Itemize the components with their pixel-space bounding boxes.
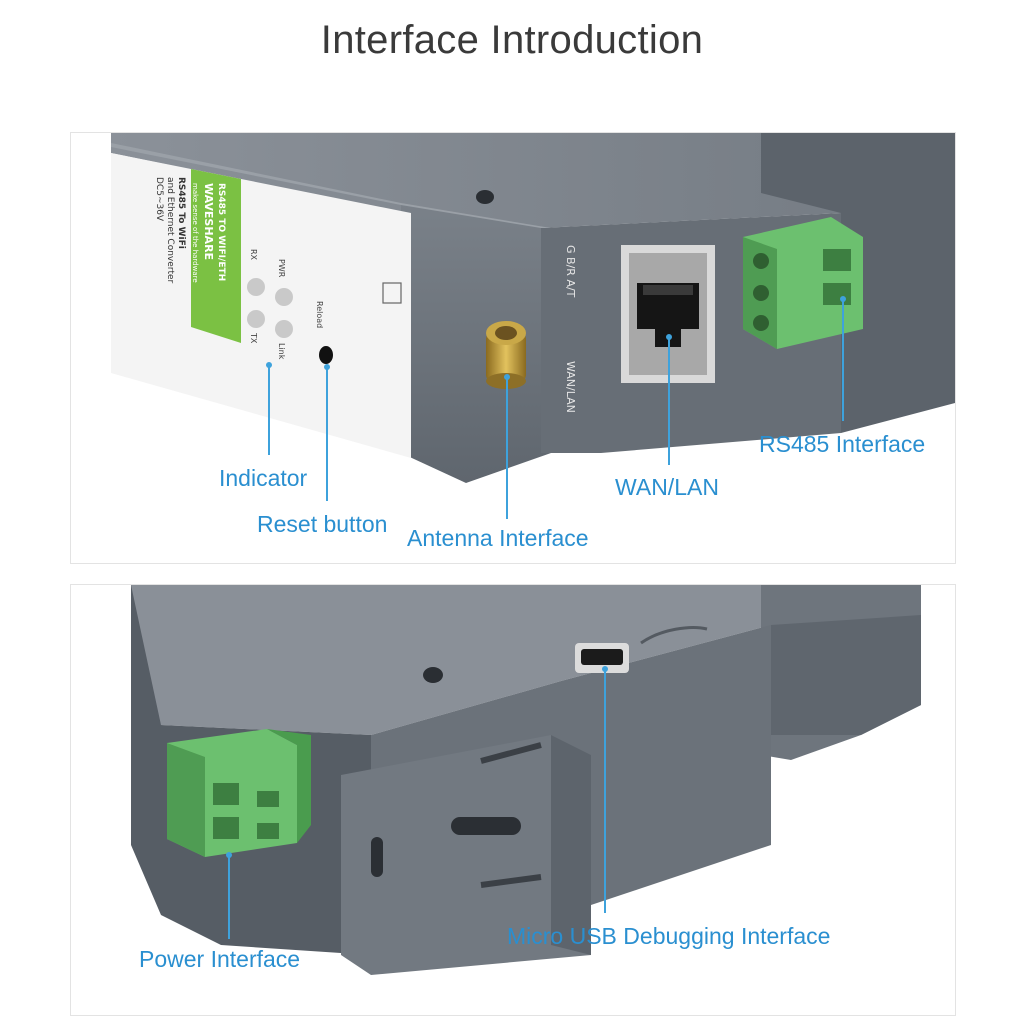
reset-button-hole [319,346,333,364]
device-desc-line1: RS485 To WiFi [176,177,186,249]
rj45-port [621,245,715,383]
device-top-surface [131,585,771,735]
din-clip [341,735,591,975]
mounting-hole [423,667,443,683]
device-model: RS485 TO WIFI/ETH [216,183,226,281]
led-pwr [275,288,293,306]
device-desc-line3: DC5~36V [154,177,164,222]
device-top-surface [111,133,955,263]
antenna-interface-callout: Antenna Interface [407,525,589,551]
page-title: Interface Introduction [320,18,704,62]
front-label [111,153,411,458]
rs485-terminal [743,217,863,349]
rs485-pin-labels: G B/R A/T [564,245,577,298]
bottom-panel: Power Interface Micro USB Debugging Inte… [70,584,956,1016]
mounting-hole [476,190,494,204]
led-link-label: Link [277,343,286,360]
reset-button-callout: Reset button [257,511,388,537]
bottom-device-illustration [131,585,921,975]
indicator-callout: Indicator [219,465,308,491]
label-green-strip [191,169,241,343]
power-terminal [167,729,311,857]
top-device-illustration: WAVESHARE make sense of the hardware RS4… [111,133,955,519]
device-brand: WAVESHARE [202,183,215,260]
reload-label: Reload [315,301,324,328]
device-body [401,203,551,483]
micro-usb-port [575,626,708,673]
led-tx-label: TX [249,332,258,344]
rs485-interface-callout: RS485 Interface [759,431,926,457]
led-pwr-label: PWR [277,259,286,278]
wan-lan-callout: WAN/LAN [615,474,719,500]
led-rx [247,278,265,296]
top-panel: WAVESHARE make sense of the hardware RS4… [70,132,956,564]
micro-usb-callout: Micro USB Debugging Interface [507,923,831,949]
wan-lan-printed-label: WAN/LAN [564,361,577,413]
device-desc-line2: and Ethernet Converter [165,177,175,284]
device-tagline: make sense of the hardware [191,183,199,283]
power-interface-callout: Power Interface [139,946,301,972]
led-rx-label: RX [249,249,258,261]
led-link [275,320,293,338]
led-tx [247,310,265,328]
